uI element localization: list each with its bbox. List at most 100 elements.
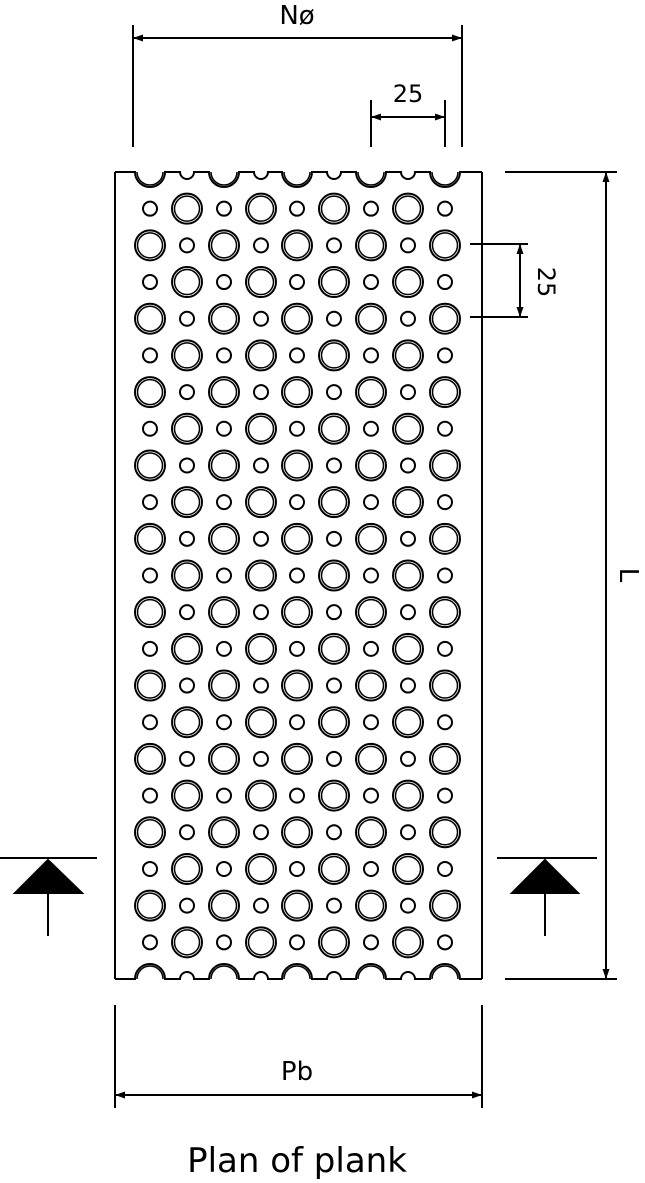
- large-hole: [318, 192, 350, 225]
- small-hole: [142, 714, 158, 731]
- large-hole-rim: [357, 305, 385, 332]
- large-hole-rim: [283, 452, 311, 479]
- small-hole: [289, 787, 305, 804]
- large-hole-rim: [394, 488, 422, 516]
- edge-hole-rim: [210, 171, 238, 186]
- large-hole-rim: [210, 305, 238, 332]
- large-hole: [281, 449, 313, 482]
- large-hole-rim: [136, 892, 164, 919]
- small-hole: [142, 934, 158, 951]
- large-hole-rim: [357, 745, 385, 773]
- small-hole: [179, 237, 195, 254]
- large-hole: [208, 596, 240, 629]
- small-hole: [142, 420, 158, 437]
- large-hole: [355, 669, 387, 702]
- large-hole-rim: [210, 525, 238, 553]
- small-hole: [179, 604, 195, 621]
- plank-top-edge: [115, 171, 482, 188]
- large-hole-rim: [210, 378, 238, 406]
- small-hole: [289, 640, 305, 657]
- dimension-label-hole-span: Nø: [279, 1, 314, 31]
- large-hole: [429, 742, 461, 775]
- large-hole-rim: [173, 195, 201, 222]
- large-hole-rim: [394, 855, 422, 883]
- large-hole-rim: [431, 378, 459, 406]
- small-hole: [326, 310, 342, 327]
- large-hole: [208, 669, 240, 702]
- small-hole: [289, 934, 305, 951]
- small-hole: [437, 494, 453, 511]
- small-hole: [142, 274, 158, 291]
- small-hole: [253, 750, 269, 767]
- small-hole: [253, 237, 269, 254]
- large-hole: [355, 302, 387, 335]
- large-hole-rim: [136, 672, 164, 699]
- small-hole: [326, 824, 342, 841]
- large-hole-rim: [357, 892, 385, 919]
- large-hole: [281, 816, 313, 849]
- small-hole: [326, 530, 342, 547]
- small-hole: [289, 200, 305, 217]
- large-hole: [208, 229, 240, 262]
- large-hole: [208, 302, 240, 335]
- large-hole: [245, 706, 277, 739]
- large-hole-rim: [247, 929, 275, 956]
- small-hole: [326, 237, 342, 254]
- large-hole: [245, 266, 277, 299]
- large-hole: [392, 412, 424, 445]
- small-hole: [253, 677, 269, 694]
- large-hole-rim: [136, 819, 164, 846]
- large-hole: [429, 229, 461, 262]
- large-hole-rim: [320, 268, 348, 296]
- dimension-hole-span: [132, 25, 463, 147]
- large-hole: [208, 376, 240, 409]
- small-hole: [363, 860, 379, 877]
- large-hole-rim: [283, 378, 311, 406]
- small-hole: [363, 200, 379, 217]
- large-hole-rim: [247, 415, 275, 443]
- large-hole: [429, 302, 461, 335]
- small-hole: [437, 934, 453, 951]
- small-hole: [400, 384, 416, 401]
- small-hole: [179, 384, 195, 401]
- edge-hole-rim: [136, 171, 164, 186]
- small-hole: [437, 420, 453, 437]
- large-hole: [392, 706, 424, 739]
- large-hole-rim: [136, 305, 164, 332]
- large-hole: [355, 229, 387, 262]
- large-hole: [355, 742, 387, 775]
- large-hole: [134, 376, 166, 409]
- large-hole-rim: [173, 635, 201, 663]
- large-hole-rim: [136, 598, 164, 626]
- large-hole: [355, 889, 387, 922]
- large-hole: [171, 632, 203, 665]
- small-hole: [363, 420, 379, 437]
- small-hole: [400, 457, 416, 474]
- large-hole: [392, 779, 424, 812]
- large-hole: [281, 742, 313, 775]
- large-hole-rim: [283, 745, 311, 773]
- large-hole-rim: [283, 525, 311, 553]
- large-hole: [392, 852, 424, 885]
- large-hole: [134, 229, 166, 262]
- large-hole-rim: [320, 708, 348, 736]
- plank: [114, 171, 483, 980]
- large-hole: [318, 632, 350, 665]
- large-hole: [355, 376, 387, 409]
- small-hole: [289, 860, 305, 877]
- large-hole: [355, 816, 387, 849]
- large-hole-rim: [357, 598, 385, 626]
- large-hole-rim: [173, 708, 201, 736]
- large-hole: [245, 852, 277, 885]
- small-hole: [216, 714, 232, 731]
- small-hole: [437, 714, 453, 731]
- small-hole: [363, 274, 379, 291]
- large-hole: [429, 669, 461, 702]
- large-hole-rim: [431, 305, 459, 332]
- large-hole: [429, 522, 461, 555]
- small-hole: [216, 567, 232, 584]
- large-hole: [171, 779, 203, 812]
- large-hole: [134, 816, 166, 849]
- large-hole-rim: [247, 562, 275, 589]
